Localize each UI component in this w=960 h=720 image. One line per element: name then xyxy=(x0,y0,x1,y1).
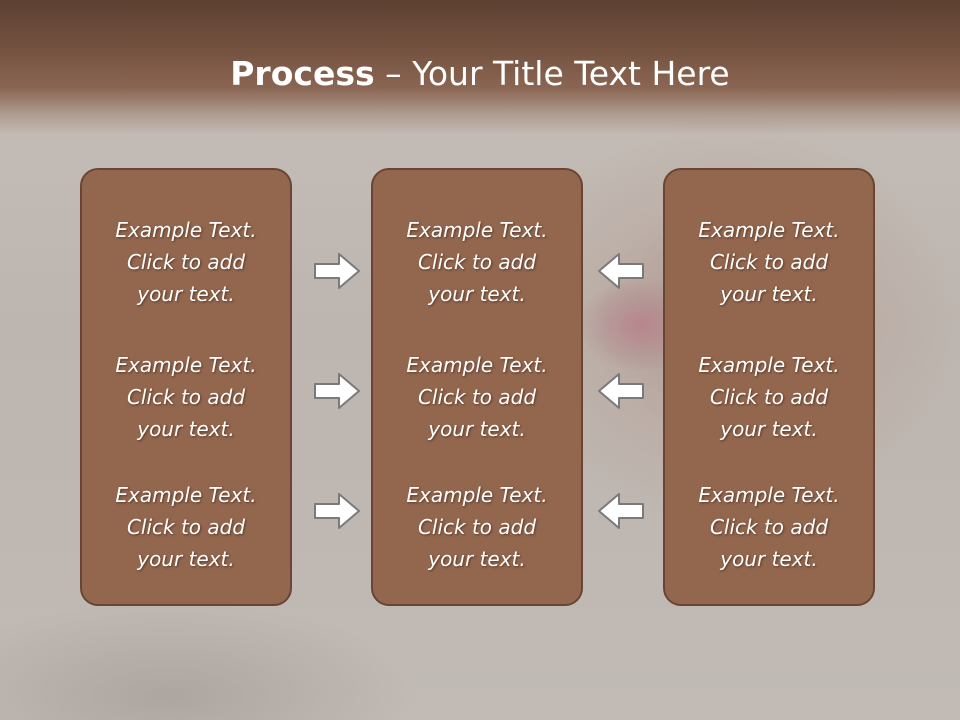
text-line: Example Text. xyxy=(698,353,840,377)
left-panel[interactable]: Example Text. Click to add your text. Ex… xyxy=(80,168,292,606)
arrow-right-icon xyxy=(314,493,360,529)
text-line: your text. xyxy=(137,282,235,306)
right-panel[interactable]: Example Text. Click to add your text. Ex… xyxy=(663,168,875,606)
text-line: Click to add xyxy=(709,515,829,539)
title-rest: – Your Title Text Here xyxy=(374,54,730,93)
text-line: Click to add xyxy=(126,385,246,409)
text-line: your text. xyxy=(428,282,526,306)
arrow-right-icon xyxy=(314,253,360,289)
text-line: your text. xyxy=(137,417,235,441)
text-block[interactable]: Example Text. Click to add your text. xyxy=(373,214,581,310)
text-line: Click to add xyxy=(126,515,246,539)
title-bar xyxy=(0,0,960,135)
slide-title[interactable]: Process – Your Title Text Here xyxy=(0,54,960,93)
text-block[interactable]: Example Text. Click to add your text. xyxy=(665,479,873,575)
text-line: Example Text. xyxy=(406,218,548,242)
text-block[interactable]: Example Text. Click to add your text. xyxy=(82,479,290,575)
background-shadow xyxy=(0,600,420,720)
text-line: Click to add xyxy=(417,385,537,409)
middle-panel[interactable]: Example Text. Click to add your text. Ex… xyxy=(371,168,583,606)
text-line: Example Text. xyxy=(115,353,257,377)
arrow-right-icon xyxy=(314,373,360,409)
text-line: Click to add xyxy=(417,515,537,539)
text-line: Example Text. xyxy=(406,483,548,507)
text-line: your text. xyxy=(137,547,235,571)
text-line: Example Text. xyxy=(406,353,548,377)
text-line: Click to add xyxy=(126,250,246,274)
arrow-left-icon xyxy=(598,253,644,289)
text-line: Click to add xyxy=(709,385,829,409)
text-line: your text. xyxy=(720,282,818,306)
text-line: your text. xyxy=(720,547,818,571)
text-line: Example Text. xyxy=(115,218,257,242)
text-line: Click to add xyxy=(709,250,829,274)
title-bold: Process xyxy=(230,54,375,93)
text-block[interactable]: Example Text. Click to add your text. xyxy=(82,349,290,445)
arrow-left-icon xyxy=(598,373,644,409)
text-block[interactable]: Example Text. Click to add your text. xyxy=(82,214,290,310)
text-line: Example Text. xyxy=(115,483,257,507)
text-line: Click to add xyxy=(417,250,537,274)
text-line: Example Text. xyxy=(698,218,840,242)
text-line: your text. xyxy=(428,417,526,441)
text-line: your text. xyxy=(720,417,818,441)
text-line: your text. xyxy=(428,547,526,571)
arrow-left-icon xyxy=(598,493,644,529)
text-block[interactable]: Example Text. Click to add your text. xyxy=(373,349,581,445)
text-block[interactable]: Example Text. Click to add your text. xyxy=(665,214,873,310)
text-block[interactable]: Example Text. Click to add your text. xyxy=(373,479,581,575)
text-block[interactable]: Example Text. Click to add your text. xyxy=(665,349,873,445)
text-line: Example Text. xyxy=(698,483,840,507)
